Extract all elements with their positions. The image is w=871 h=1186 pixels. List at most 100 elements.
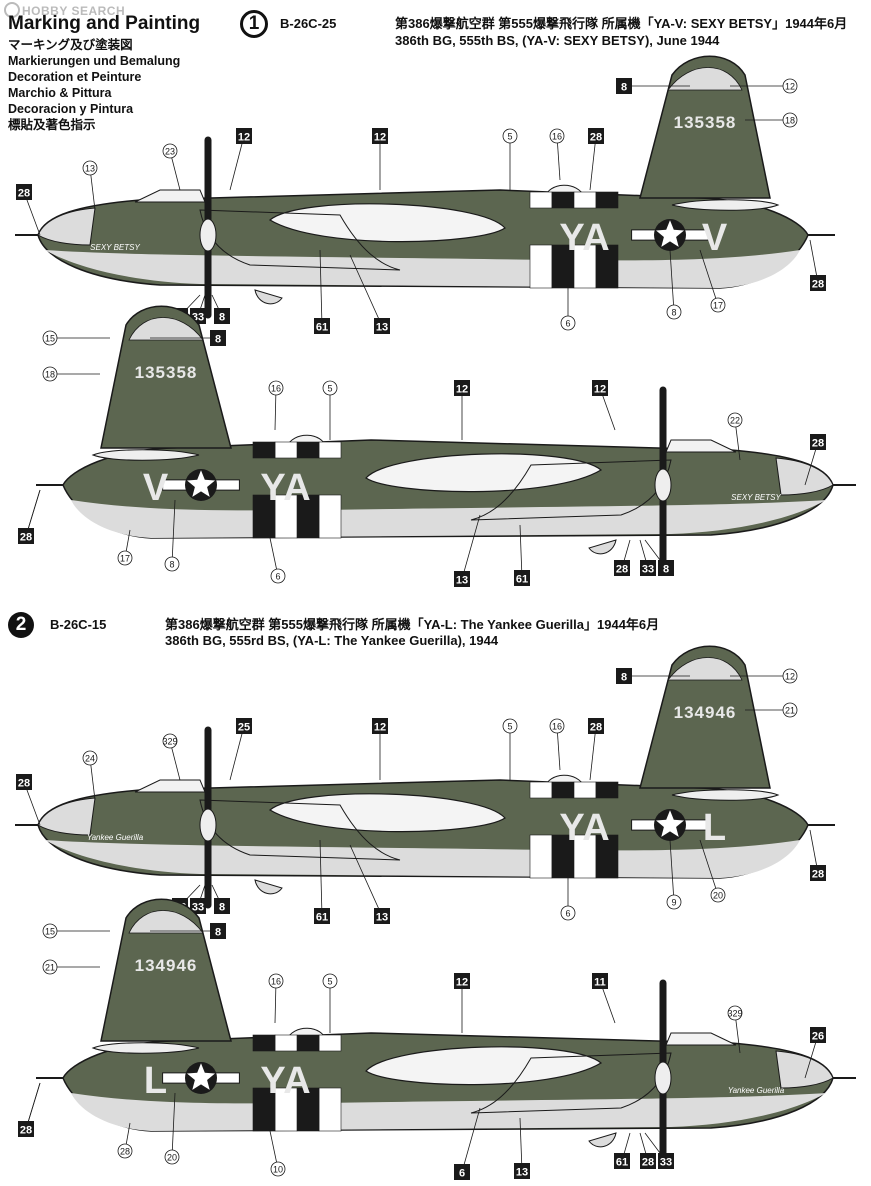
tail-fin	[100, 898, 232, 1042]
callout-number: 8	[621, 672, 627, 684]
callout-box	[810, 1027, 826, 1043]
fin-tip	[667, 67, 743, 91]
callout-number: 12	[785, 82, 795, 92]
callout-number: 8	[671, 308, 676, 318]
callout-circle	[782, 702, 798, 718]
leader-line	[319, 249, 323, 327]
leader-line	[349, 844, 383, 917]
propeller-spinner	[199, 218, 217, 252]
invasion-stripe	[318, 494, 342, 539]
canopy	[665, 439, 737, 453]
callout-box	[616, 668, 632, 684]
callout-number: 28	[812, 279, 824, 291]
callout-box	[658, 1153, 674, 1169]
invasion-stripe	[551, 781, 575, 799]
invasion-stripe	[529, 781, 553, 799]
callout-box	[588, 718, 604, 734]
squadron-code: YA	[559, 807, 610, 849]
callout-circle	[268, 973, 284, 989]
callout-circle	[560, 315, 576, 331]
callout-box	[236, 718, 252, 734]
callout-number: 5	[327, 977, 332, 987]
invasion-stripe	[529, 834, 553, 879]
callout-number: 13	[376, 912, 388, 924]
callout-number: 28	[812, 869, 824, 881]
callout-circle	[82, 750, 98, 766]
callout-circle	[117, 1143, 133, 1159]
scheme-2-caption-en: 386th BG, 555rd BS, (YA-L: The Yankee Gu…	[165, 633, 499, 648]
callout-number: 9	[671, 898, 676, 908]
callout-number: 12	[456, 384, 468, 396]
callout-number: 16	[271, 977, 281, 987]
nacelle-highlight	[365, 1046, 603, 1086]
callout-box	[658, 560, 674, 576]
callout-box	[214, 308, 230, 324]
callout-box	[16, 184, 32, 200]
leader-line	[699, 249, 719, 306]
leader-line	[669, 839, 675, 903]
callout-number: 8	[219, 902, 225, 914]
aircraft-letter: L	[703, 807, 727, 849]
callout-circle	[162, 143, 178, 159]
callout-circle	[502, 128, 518, 144]
callout-box	[16, 774, 32, 790]
tail-serial: 134946	[135, 956, 198, 975]
callout-number: 13	[456, 575, 468, 587]
nacelle-highlight	[365, 453, 603, 493]
callout-number: 16	[271, 384, 281, 394]
scheme-1-code: B-26C-25	[280, 16, 337, 31]
insignia-star	[187, 1063, 215, 1090]
invasion-stripe	[252, 494, 276, 539]
callout-circle	[270, 568, 286, 584]
callout-number: 12	[374, 132, 386, 144]
callout-number: 28	[590, 132, 602, 144]
insignia-star	[187, 470, 215, 497]
callout-number: 22	[730, 416, 740, 426]
stabilizer	[671, 789, 780, 801]
callout-circle	[117, 550, 133, 566]
tail-serial: 134946	[674, 703, 737, 722]
callout-circle	[82, 160, 98, 176]
callout-circle	[666, 894, 682, 910]
callout-number: 61	[516, 574, 528, 586]
subtitle-fr: Decoration et Peinture	[8, 70, 142, 84]
invasion-stripe	[318, 1034, 342, 1052]
nose-gear-door	[588, 1132, 617, 1148]
leader-line	[699, 839, 719, 896]
callout-box	[514, 570, 530, 586]
squadron-code: YA	[260, 1060, 311, 1102]
callout-box	[314, 318, 330, 334]
page-title: Marking and Painting	[8, 13, 201, 34]
callout-number: 61	[316, 912, 328, 924]
callout-box	[210, 330, 226, 346]
callout-number: 26	[812, 1031, 824, 1043]
tail-fin	[639, 55, 771, 199]
nose-art: SEXY BETSY	[90, 243, 140, 252]
scheme-number-1: 1	[240, 10, 268, 38]
callout-number: 12	[456, 977, 468, 989]
invasion-stripe	[529, 244, 553, 289]
header: Marking and Painting マーキング及び塗装図 Markieru…	[8, 14, 200, 133]
callout-box	[314, 908, 330, 924]
subtitle-it: Marchio & Pittura	[8, 86, 112, 100]
callout-box	[810, 434, 826, 450]
callout-number: 13	[516, 1167, 528, 1179]
nose-art: Yankee Guerilla	[87, 833, 144, 842]
watermark: HOBBY SEARCH	[4, 2, 125, 18]
callout-number: 10	[273, 1165, 283, 1175]
scheme-1-caption-en: 386th BG, 555th BS, (YA-V: SEXY BETSY), …	[395, 33, 720, 48]
invasion-stripe	[296, 441, 320, 459]
callout-number: 20	[167, 1153, 177, 1163]
leader-line	[461, 514, 481, 580]
aircraft-group	[36, 305, 856, 569]
fin-tip	[128, 910, 204, 934]
nose-gear-door	[588, 539, 617, 555]
callout-circle	[322, 973, 338, 989]
callout-number: 8	[621, 82, 627, 94]
callout-box	[514, 1163, 530, 1179]
callout-box	[454, 1164, 470, 1180]
invasion-stripe	[595, 834, 619, 879]
callout-number: 6	[565, 909, 570, 919]
callout-circle	[164, 1149, 180, 1165]
callout-number: 17	[120, 554, 130, 564]
